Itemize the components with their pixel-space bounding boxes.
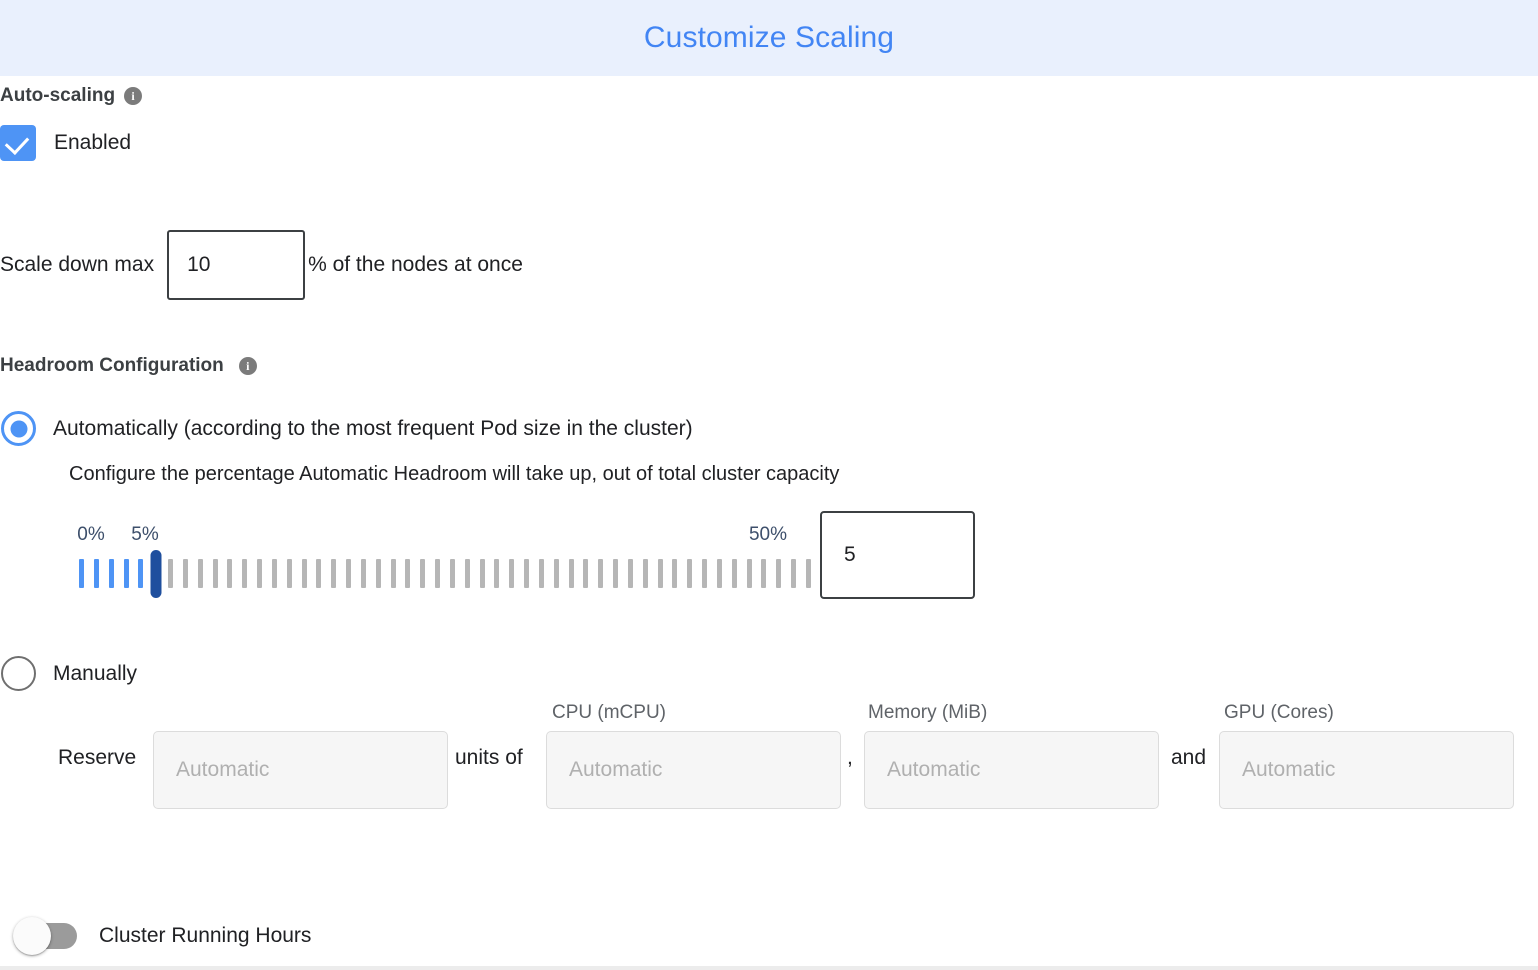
slider-tick [435,559,441,588]
slider-tick [538,559,544,588]
scale-down-max-suffix: % of the nodes at once [308,253,523,276]
headroom-percentage-slider-wrap: 0% 5% 50% [0,511,1000,599]
cluster-running-hours-row[interactable]: Cluster Running Hours [13,917,312,955]
slider-tick [301,559,307,588]
headroom-option-automatically-radio[interactable] [1,411,36,446]
gpu-field-caption: GPU (Cores) [1224,702,1334,723]
slider-tick [716,559,722,588]
slider-tick [138,559,144,588]
slider-tick [227,559,233,588]
units-of-label: units of [455,746,523,769]
auto-scaling-enabled-row[interactable]: Enabled [0,125,131,161]
cluster-running-hours-label: Cluster Running Hours [99,924,312,947]
headroom-configuration-info-icon[interactable]: i [238,357,257,375]
slider-tick [657,559,663,588]
slider-tick [271,559,277,588]
scale-down-max-label: Scale down max [0,253,155,276]
slider-tick [702,559,708,588]
slider-tick [509,559,515,588]
slider-tick [286,559,292,588]
page-title: Customize Scaling [643,21,895,54]
slider-tick [212,559,218,588]
slider-tick [687,559,693,588]
headroom-option-automatically-description: Configure the percentage Automatic Headr… [69,463,840,485]
gpu-input[interactable] [1219,731,1514,809]
slider-current-label: 5% [131,524,159,545]
slider-tick [553,559,559,588]
cpu-input[interactable] [546,731,841,809]
memory-input[interactable] [864,731,1159,809]
slider-tick [761,559,767,588]
slider-tick [331,559,337,588]
scale-down-max-input[interactable] [167,230,306,300]
slider-tick [197,559,203,588]
headroom-percentage-slider[interactable] [0,550,1000,598]
headroom-configuration-section-heading: Headroom Configuration i [0,355,257,377]
slider-tick [242,559,248,588]
reserve-units-input[interactable] [153,731,448,809]
slider-tick [464,559,470,588]
slider-tick [390,559,396,588]
dialog-header: Customize Scaling [0,0,1538,76]
auto-scaling-enabled-checkbox[interactable] [0,125,36,161]
slider-tick [642,559,648,588]
slider-tick [93,559,99,588]
and-label: and [1171,746,1207,769]
auto-scaling-section-heading: Auto-scaling i [0,85,143,107]
auto-scaling-enabled-label: Enabled [54,131,132,154]
slider-tick [746,559,752,588]
slider-tick [583,559,589,588]
headroom-option-manually-label: Manually [53,661,138,685]
bottom-divider [0,966,1538,970]
slider-tick [346,559,352,588]
slider-thumb[interactable] [150,550,162,598]
memory-field-caption: Memory (MiB) [868,702,988,723]
slider-tick [420,559,426,588]
toggle-knob [13,917,51,955]
slider-tick [494,559,500,588]
headroom-option-manually-row[interactable]: Manually [1,656,137,691]
cpu-field-caption: CPU (mCPU) [552,702,666,723]
dialog-body: Auto-scaling i Enabled Scale down max % … [0,76,1538,970]
headroom-configuration-heading-label: Headroom Configuration [0,355,224,376]
slider-tick [79,559,84,588]
slider-tick [776,559,782,588]
slider-tick [360,559,366,588]
headroom-option-manually-radio[interactable] [1,656,36,691]
slider-tick [108,559,114,588]
slider-tick [672,559,678,588]
auto-scaling-heading-label: Auto-scaling [0,85,116,106]
slider-max-label: 50% [748,524,788,545]
slider-tick [257,559,263,588]
slider-tick [568,559,574,588]
slider-tick [791,559,797,588]
slider-tick [613,559,619,588]
slider-tick [316,559,322,588]
scale-down-max-row: Scale down max % of the nodes at once [0,230,523,300]
slider-tick [479,559,485,588]
comma-separator: , [847,746,853,769]
slider-tick [731,559,737,588]
headroom-percentage-value-input[interactable] [820,511,975,599]
slider-tick [168,559,174,588]
headroom-option-automatically-row[interactable]: Automatically (according to the most fre… [1,411,693,446]
headroom-manual-fields: CPU (mCPU) Memory (MiB) GPU (Cores) Rese… [0,690,1526,830]
slider-scale-labels: 0% 5% 50% [0,524,1000,550]
slider-tick [182,559,188,588]
slider-tick [627,559,633,588]
cluster-running-hours-toggle[interactable] [13,917,77,955]
slider-tick [123,559,129,588]
slider-min-label: 0% [77,524,105,545]
slider-tick [405,559,411,588]
auto-scaling-info-icon[interactable]: i [124,87,143,105]
slider-tick [449,559,455,588]
headroom-option-automatically-label: Automatically (according to the most fre… [53,416,693,440]
slider-tick [806,559,811,588]
reserve-label: Reserve [58,746,137,769]
slider-tick [524,559,530,588]
slider-tick [375,559,381,588]
slider-tick [598,559,604,588]
